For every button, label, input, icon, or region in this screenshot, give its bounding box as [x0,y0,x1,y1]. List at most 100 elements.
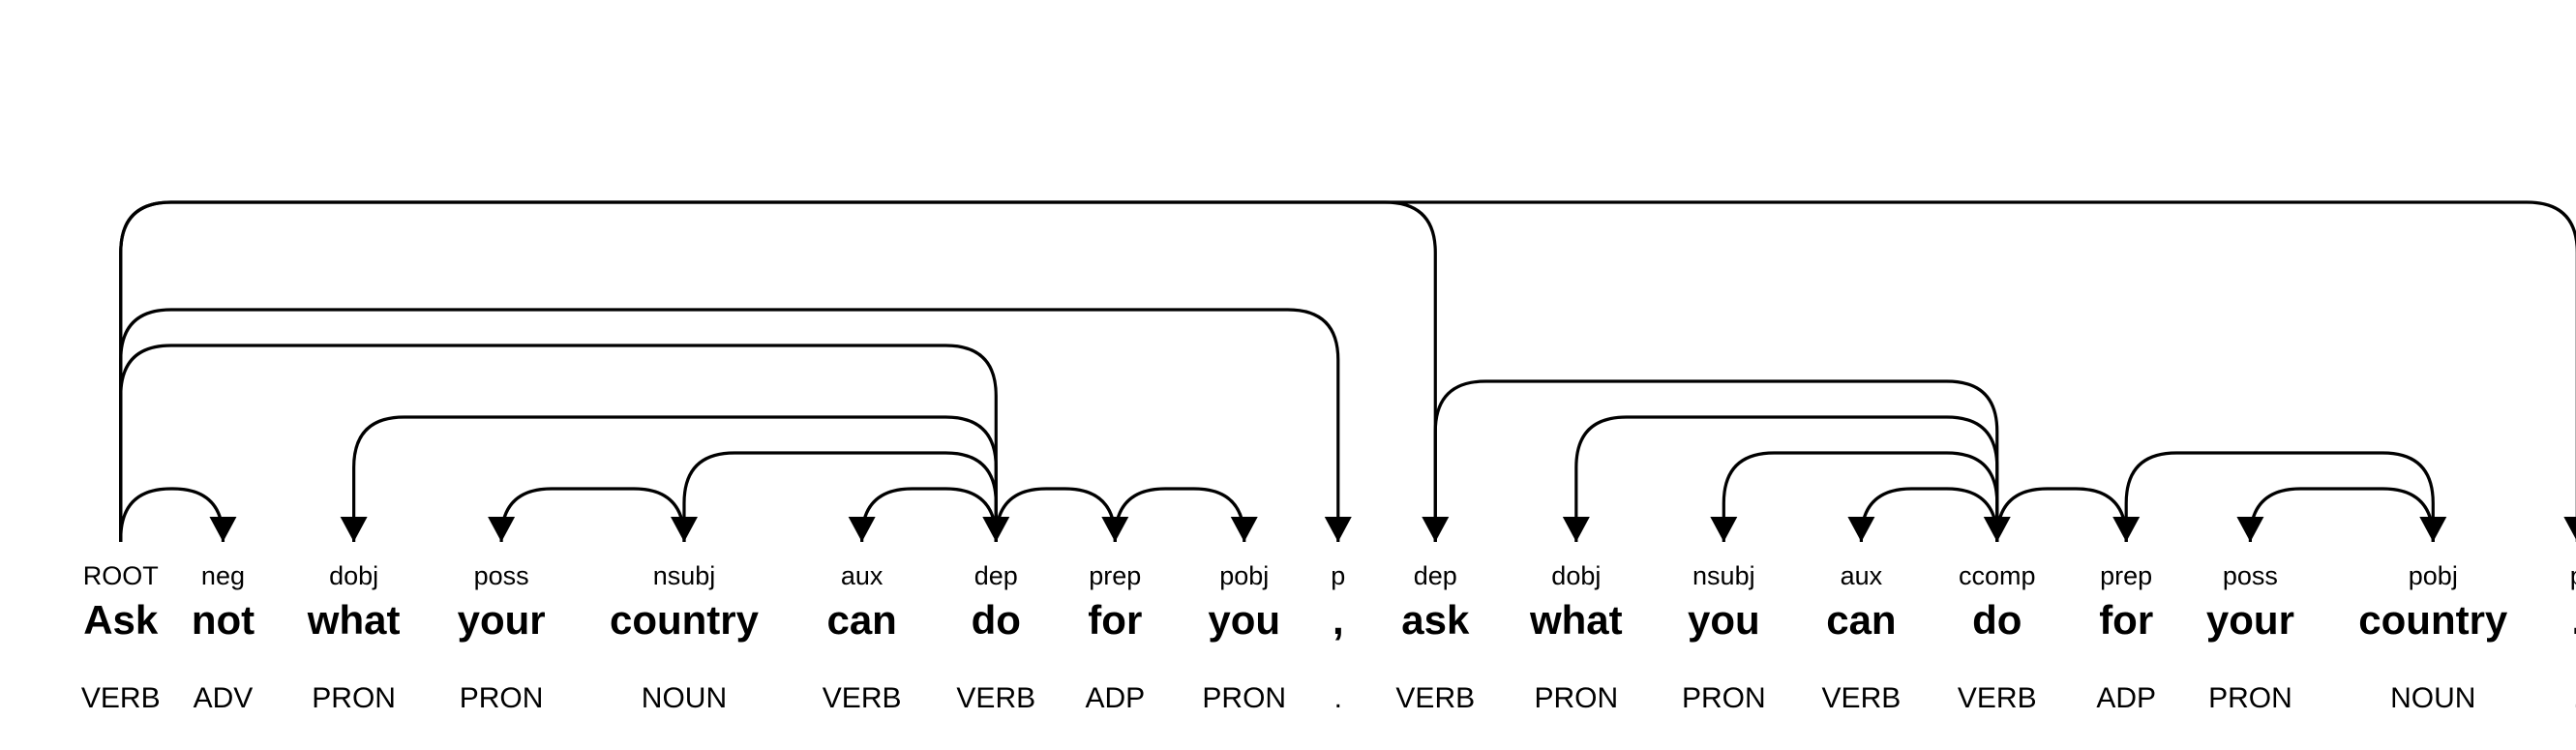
token-pos-tag: . [2573,682,2576,714]
token-pos-tag: VERB [956,682,1035,714]
token-pos-tag: VERB [823,682,902,714]
token-pos-tag: PRON [1534,682,1618,714]
token-pos-tag: VERB [1822,682,1902,714]
arc-path [119,200,2576,542]
dependency-arc [1562,415,1999,542]
token-word[interactable]: , [1333,597,1344,643]
arc-arrowhead [1562,517,1590,542]
token-pos-tag: PRON [1682,682,1766,714]
arc-path [119,487,225,542]
arc-path [1722,451,1999,542]
dep-label-poss: poss [474,561,529,590]
token-word[interactable]: country [610,597,760,643]
dep-label-prep: prep [2100,561,2152,590]
token-word[interactable]: your [2206,597,2294,643]
token-word[interactable]: for [1088,597,1142,643]
dependency-arc [670,451,998,542]
arc-arrowhead [1847,517,1875,542]
dependency-arc [119,200,1450,542]
arc-path [352,415,998,542]
arc-path [1433,379,1999,542]
dependency-arc [1113,487,1258,542]
token-pos-tag: PRON [312,682,396,714]
token-pos-tag: PRON [1202,682,1286,714]
dep-label-nsubj: nsubj [653,561,716,590]
token-word[interactable]: for [2099,597,2153,643]
token-word[interactable]: you [1688,597,1760,643]
arc-arrowhead [488,517,516,542]
dependency-arc [119,344,1010,542]
token-pos-tag: VERB [81,682,161,714]
arc-arrowhead [1710,517,1738,542]
dependency-arc [2236,487,2435,542]
dep-label-neg: neg [201,561,245,590]
token-pos-tag: ADV [194,682,254,714]
token-word[interactable]: do [972,597,1021,643]
token-word[interactable]: ask [1401,597,1470,643]
token-word[interactable]: Ask [83,597,159,643]
arc-arrowhead [848,517,876,542]
token-word[interactable]: you [1208,597,1280,643]
arc-path [119,308,1340,542]
dep-label-pobj: pobj [1219,561,1269,590]
dep-label-dep: dep [1414,561,1457,590]
dependency-arc [994,487,1129,542]
dep-label-dobj: dobj [329,561,378,590]
arc-arrowhead [2563,517,2576,540]
dependency-arc [119,200,2576,542]
dependency-arc [119,308,1352,542]
arc-path [994,487,1117,542]
dep-label-poss: poss [2223,561,2278,590]
dep-label-dobj: dobj [1551,561,1601,590]
token-word[interactable]: . [2571,597,2576,643]
token-pos-tag: VERB [1958,682,2037,714]
dependency-arc [340,415,998,542]
dependency-arc [1995,487,2141,542]
token-word[interactable]: do [1972,597,2022,643]
token-word[interactable]: your [458,597,546,643]
token-pos-tag: PRON [460,682,544,714]
token-word[interactable]: what [307,597,401,643]
dependency-arc [1847,487,1999,542]
token-pos-tag: NOUN [2390,682,2475,714]
arc-arrowhead [1324,517,1352,542]
arc-path [119,200,1437,542]
arc-path [682,451,998,542]
token-word[interactable]: can [826,597,896,643]
dep-label-pobj: pobj [2409,561,2458,590]
arc-path [1859,487,1999,542]
dep-label-ROOT: ROOT [83,561,159,590]
arc-arrowhead [209,517,237,542]
arc-arrowhead [2236,517,2264,542]
token-word[interactable]: can [1826,597,1896,643]
arc-path [2248,487,2435,542]
token-pos-tag: . [1334,682,1342,714]
token-pos-tag: PRON [2208,682,2292,714]
token-word[interactable]: not [192,597,255,643]
arc-arrowhead [340,517,368,542]
dep-label-p: p [1331,561,1345,590]
arc-path [1995,487,2128,542]
token-pos-tag: ADP [1085,682,1145,714]
arc-path [860,487,998,542]
dep-label-dep: dep [974,561,1018,590]
dependency-arc [848,487,998,542]
token-pos-tag: VERB [1395,682,1475,714]
token-pos-tag: ADP [2096,682,2156,714]
dep-label-aux: aux [841,561,884,590]
dependency-arc [1710,451,1999,542]
arc-arrowhead [2419,517,2447,542]
arc-path [119,344,998,542]
dep-label-prep: prep [1089,561,1141,590]
arc-arrowhead [1230,517,1258,542]
arc-path [1113,487,1246,542]
dep-label-aux: aux [1841,561,1883,590]
dep-label-nsubj: nsubj [1692,561,1755,590]
token-word[interactable]: what [1529,597,1623,643]
token-pos-tag: NOUN [642,682,727,714]
arc-arrowhead [670,517,698,542]
arc-path [2124,451,2435,542]
token-word[interactable]: country [2358,597,2508,643]
